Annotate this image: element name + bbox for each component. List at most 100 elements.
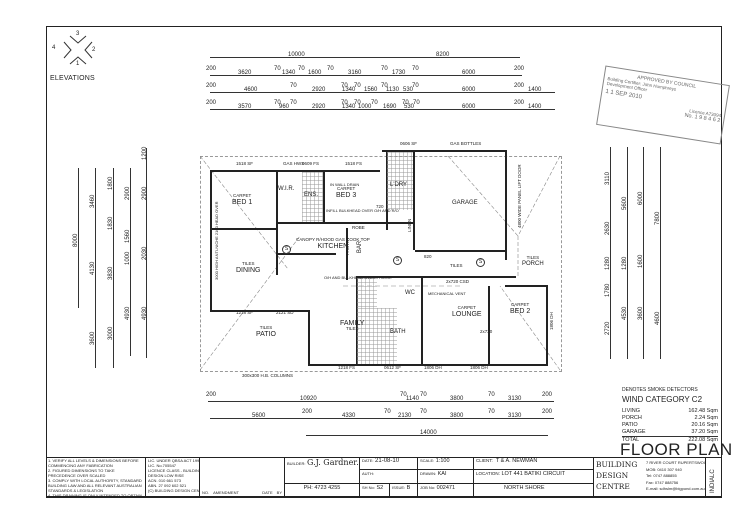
dim-right: 2720 — [605, 321, 611, 335]
dim-top-r3: 1400 — [528, 104, 542, 110]
door-label: 820 — [424, 254, 432, 259]
dim-top-r1: 70 — [381, 66, 388, 72]
window-label: 0609 FS — [302, 161, 320, 166]
dim-right: 4530 — [622, 306, 628, 320]
dim-left: 4130 — [90, 261, 96, 275]
window-label: 1806 DH — [549, 312, 554, 330]
side-tag: INDIALC — [710, 469, 716, 493]
dim-left: 2900 — [142, 186, 148, 200]
dim-right: 2630 — [605, 221, 611, 235]
dim-left: 1200 — [142, 146, 148, 160]
auth-cell: AUTH: — [360, 470, 418, 484]
dim-right: 3110 — [605, 172, 611, 185]
dim-top-r2: 6000 — [462, 87, 476, 93]
dim-top-r3: 70 — [290, 100, 297, 106]
garage-door-label: 4800 WIDE PANEL LIFT DOOR — [517, 164, 522, 228]
dim-bottom-r2: 70 — [488, 409, 495, 415]
dim-top-r1: 200 — [514, 66, 525, 72]
dining-window-label: 3000 HIGH ANTI-NICHE 2100 HEAD OVER — [214, 201, 219, 280]
dim-top-r3: 1340 — [342, 104, 356, 110]
window-label: 1218 FS — [338, 365, 356, 370]
drawn-cell: DRAWN: KAI — [418, 470, 474, 484]
dim-top-r2: 1340 — [342, 87, 356, 93]
room-wc: WC — [405, 290, 415, 296]
elevation-marker-1: 1 — [76, 61, 80, 67]
window-label: 1806 DH — [470, 365, 488, 370]
room-wir: W.I.R. — [278, 186, 295, 192]
dim-top-r3: 70 — [402, 100, 409, 106]
tiles-label: TILES — [450, 263, 463, 268]
dim-top-r1: 70 — [298, 66, 305, 72]
dim-top-r2: 1400 — [528, 87, 542, 93]
elevation-markers-icon — [63, 35, 93, 65]
dim-top-r1: 6000 — [462, 70, 476, 76]
smoke-detector-icon: S — [282, 245, 291, 254]
dim-right: 1280 — [622, 256, 628, 270]
dim-bottom-r2: 70 — [420, 409, 427, 415]
pantry-label: PANTRY — [345, 237, 350, 255]
dim-left: 3000 — [108, 326, 114, 340]
dim-bottom-r1: 3130 — [508, 396, 522, 402]
dim-bottom-r2: 200 — [542, 409, 553, 415]
drawing-sheet-border — [46, 26, 722, 498]
infill-bulkhead-label: INFILL BULKHEAD OVER O/H AND R/O — [326, 208, 399, 213]
door-label: 2x720 — [480, 329, 493, 334]
company-name: BUILDING DESIGN CENTRE — [596, 460, 638, 491]
window-label: 1518 SF — [236, 161, 254, 166]
location-cell: LOCATION: LOT 441 BATIKI CIRCUIT — [474, 470, 594, 484]
gas-bottles-label: GAS BOTTLES — [450, 141, 482, 146]
smoke-detector-icon: S — [476, 258, 485, 267]
room-laundry: L'DRY — [390, 182, 408, 188]
dim-right: 4600 — [655, 311, 661, 325]
dim-top-r3: 6000 — [462, 104, 476, 110]
dim-top-r3: 1000 — [358, 104, 372, 110]
dim-right: 5600 — [622, 196, 628, 210]
scale-cell: SCALE: 1:100 — [418, 457, 474, 470]
dim-top-r1: 70 — [327, 66, 334, 72]
dim-left: 3830 — [108, 266, 114, 280]
dim-top-r3: 1690 — [383, 104, 397, 110]
dim-top-r3: 70 — [341, 100, 348, 106]
dim-left: 1000 — [125, 251, 131, 265]
dim-top-r3: 70 — [274, 100, 281, 106]
elevation-marker-2: 2 — [92, 47, 96, 53]
elevation-marker-4: 4 — [52, 45, 56, 51]
dim-top-r3: 70 — [371, 100, 378, 106]
gas-hws-label: GAS HWS — [283, 161, 305, 166]
dim-right: 7800 — [655, 211, 661, 225]
dim-bottom-r2: 4330 — [342, 413, 356, 419]
dim-top-r3: 530 — [404, 104, 415, 110]
dim-left: 4930 — [125, 306, 131, 320]
dim-left: 3460 — [90, 194, 96, 208]
columns-label: 300x300 H.B. COLUMNS — [242, 373, 294, 378]
dim-top-r2: 70 — [412, 83, 419, 89]
company-cell: BUILDING DESIGN CENTRE 7 RIVER COURT RUP… — [594, 457, 706, 497]
dim-top-r2: 1560 — [364, 87, 378, 93]
door-label: 2x720 CSD — [446, 279, 470, 284]
dim-top-r3: 960 — [279, 104, 290, 110]
revision-table: NO. AMENDMENT DATE BY — [200, 457, 285, 497]
general-notes: 1. VERIFY ALL LEVELS & DIMENSIONS BEFORE… — [46, 457, 146, 497]
dim-top-r3: 70 — [354, 100, 361, 106]
dim-top-r2: 2920 — [312, 87, 326, 93]
dim-top-overall-1: 10000 — [288, 52, 305, 58]
window-label: 1806 DH — [424, 365, 442, 370]
dim-top-r2: 70 — [354, 83, 361, 89]
window-label: 1518 FS — [345, 161, 363, 166]
in-wall-drain-label: IN WALL DRAIN — [330, 182, 360, 187]
dim-top-r1: 70 — [412, 66, 419, 72]
dim-top-r1: 70 — [274, 66, 281, 72]
job-cell: JOB No: 002471 — [418, 484, 474, 497]
dim-top-r2: 530 — [403, 87, 414, 93]
mechanical-vent-label: MECHANICAL VENT — [428, 291, 466, 296]
wc-tiles — [357, 278, 377, 308]
dim-top-r3: 70 — [413, 100, 420, 106]
drawing-title: FLOOR PLAN — [620, 440, 733, 459]
